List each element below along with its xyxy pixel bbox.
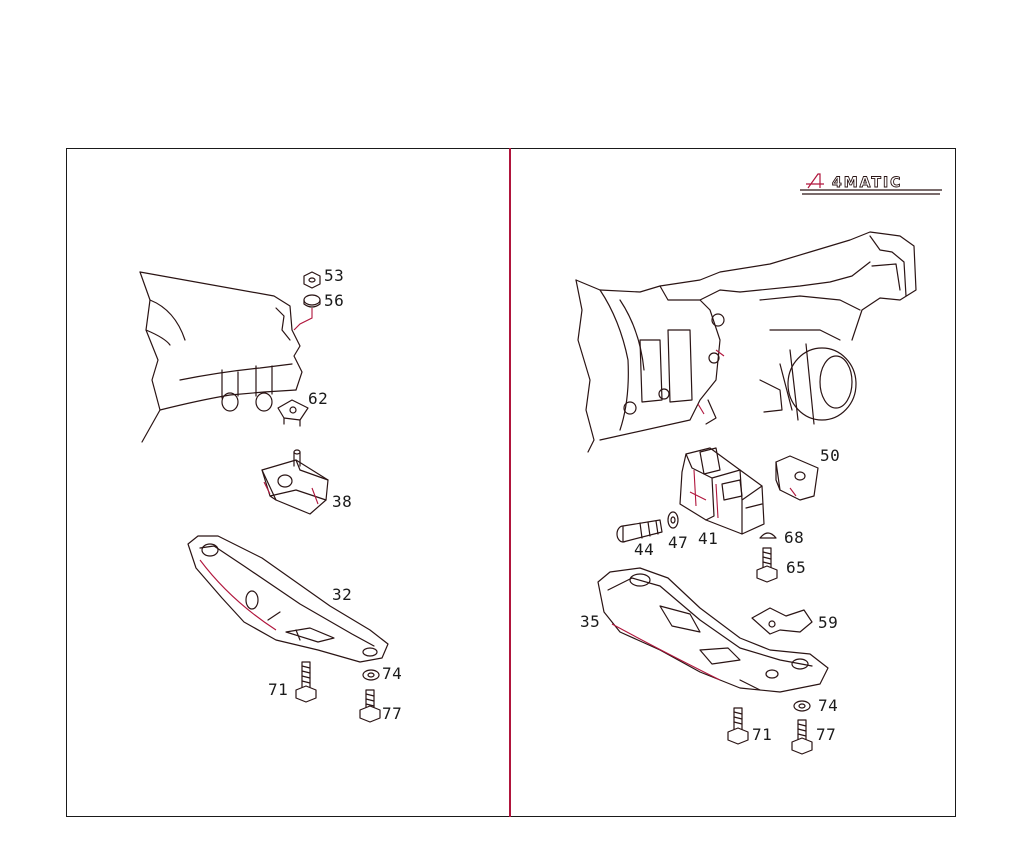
- callout-62: 62: [308, 389, 329, 408]
- bolt-77-left: [359, 689, 381, 723]
- callout-47: 47: [668, 533, 689, 552]
- washer-56: [293, 294, 321, 331]
- bolt-71-left: [295, 661, 317, 703]
- callout-44: 44: [634, 540, 655, 559]
- callout-65: 65: [786, 558, 807, 577]
- bolt-77-right: [791, 719, 813, 755]
- callout-71-left: 71: [268, 680, 289, 699]
- callout-53: 53: [324, 266, 345, 285]
- bolt-44: [616, 519, 663, 543]
- callout-38: 38: [332, 492, 353, 511]
- callout-56: 56: [324, 291, 345, 310]
- panel-divider: [509, 148, 511, 817]
- callout-68: 68: [784, 528, 805, 547]
- bracket-62: [277, 399, 309, 427]
- callout-41: 41: [698, 529, 719, 548]
- callout-74-left: 74: [382, 664, 403, 683]
- right-transmission-transfer-case: [575, 231, 917, 453]
- diagram-frame: [66, 148, 956, 817]
- callout-71-right: 71: [752, 725, 773, 744]
- callout-77-right: 77: [816, 725, 837, 744]
- mount-38: [261, 449, 329, 515]
- washer-74-left: [362, 669, 380, 681]
- mount-41: [679, 447, 765, 535]
- callout-35: 35: [580, 612, 601, 631]
- nut-53: [303, 271, 321, 289]
- callout-59: 59: [818, 613, 839, 632]
- callout-50: 50: [820, 446, 841, 465]
- left-transmission-housing: [139, 271, 303, 443]
- washer-47: [667, 511, 679, 529]
- callout-77-left: 77: [382, 704, 403, 723]
- callout-74-right: 74: [818, 696, 839, 715]
- badge-text: 4MATIC: [832, 175, 902, 191]
- washer-74-right: [793, 700, 811, 712]
- bracket-50: [775, 455, 819, 501]
- 4matic-badge: 4MATIC: [800, 173, 942, 195]
- callout-32: 32: [332, 585, 353, 604]
- bolt-65: [756, 547, 778, 583]
- washer-68: [759, 532, 777, 539]
- bolt-71-right: [727, 707, 749, 745]
- crossmember-35: [597, 567, 829, 693]
- crossmember-32: [187, 535, 389, 663]
- plate-59: [751, 607, 813, 635]
